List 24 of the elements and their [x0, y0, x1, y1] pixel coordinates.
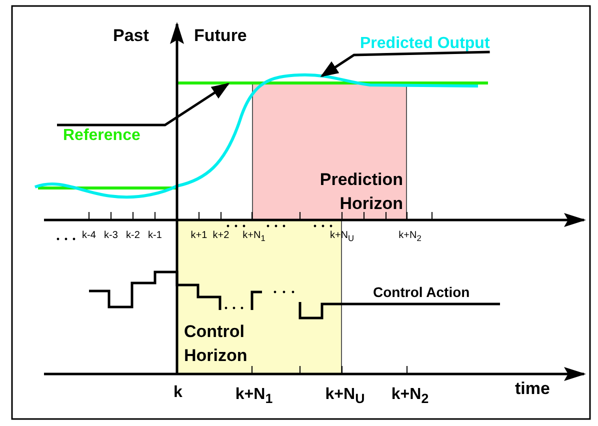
tick-label: k+2 — [212, 230, 230, 241]
tick-label: k-3 — [104, 230, 118, 241]
prediction-horizon-region — [252, 83, 407, 220]
tick-label: k-2 — [126, 230, 140, 241]
tick-label: k+N$_{2}$ — [398, 230, 422, 243]
tick-label: k+N$_{2}$ — [391, 386, 429, 406]
tick-label: k-4 — [82, 230, 96, 241]
tick-label: k+N$_{1}$ — [242, 230, 266, 243]
region-label: Control Horizon — [184, 321, 248, 367]
reference-label: Reference — [57, 127, 140, 145]
tick-label: k — [174, 384, 182, 402]
signal-label: Control Action — [373, 284, 470, 300]
tick-label: k+1 — [190, 230, 208, 241]
tick-label: k+N$_{U}$ — [325, 386, 365, 406]
axis-label: Future — [194, 26, 247, 46]
predicted-output-label: Predicted Output — [354, 35, 490, 53]
predicted-output-curve — [34, 73, 478, 198]
tick-label: k+N$_{1}$ — [235, 386, 273, 406]
region-label: Prediction Horizon — [318, 169, 403, 215]
axis-label: time — [515, 379, 550, 399]
leader-arrow — [57, 82, 230, 126]
tick-label: k-1 — [148, 230, 162, 241]
leader-arrow — [320, 50, 490, 77]
axis-label: Past — [113, 26, 149, 46]
